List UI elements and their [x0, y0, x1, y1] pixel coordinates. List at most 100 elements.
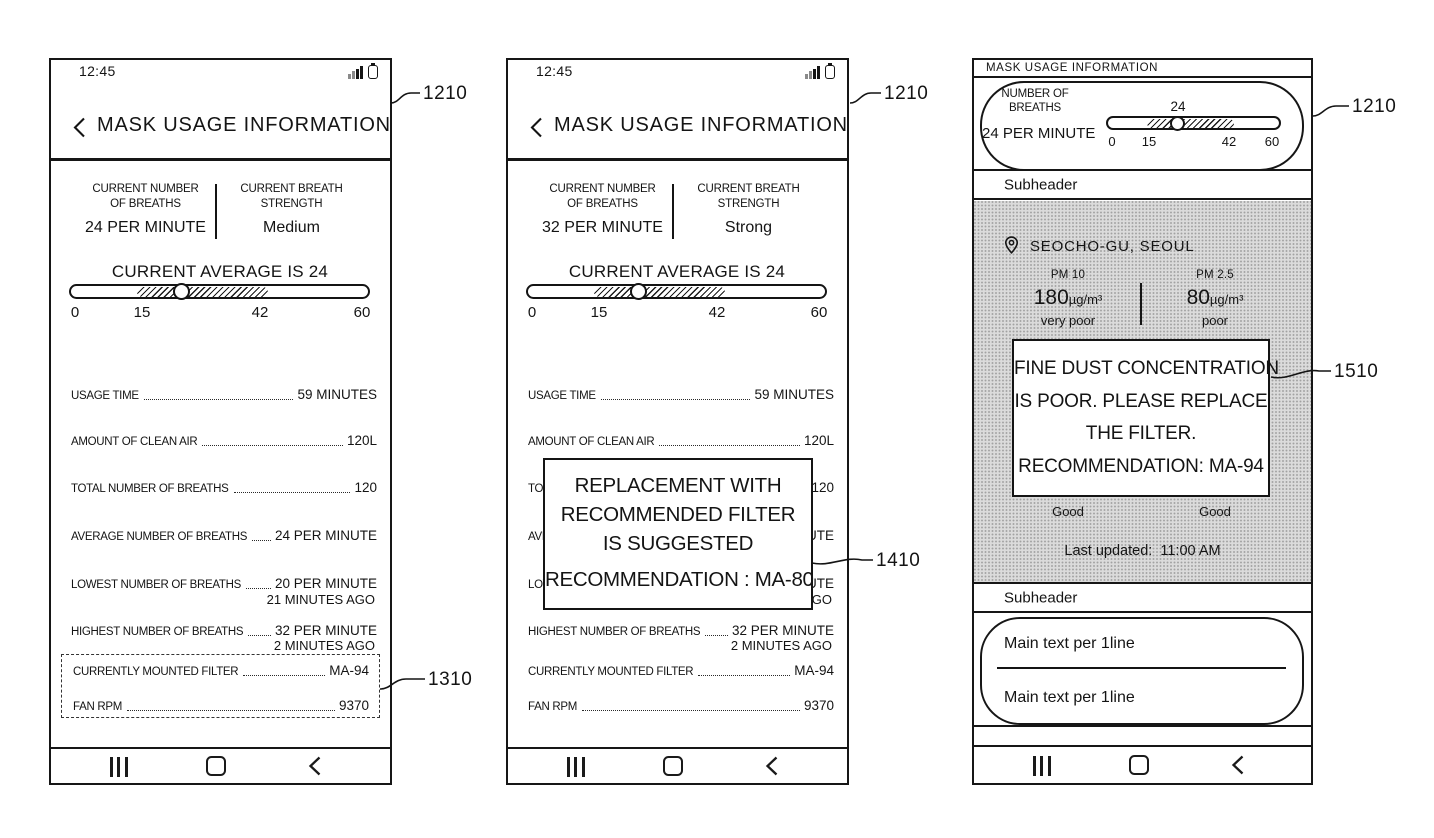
current-average-title: CURRENT AVERAGE IS 24 — [516, 262, 838, 282]
home-icon[interactable] — [206, 756, 226, 776]
slider-range-highlight — [1147, 119, 1234, 128]
dotted-leader — [246, 588, 271, 589]
header-divider — [508, 158, 847, 161]
dotted-leader — [248, 635, 271, 636]
current-breaths-column: CURRENT NUMBEROF BREATHS 32 PER MINUTE — [525, 182, 680, 237]
pm25-column: PM 2.5 80µg/m³ poor — [1145, 269, 1285, 328]
nav-back-icon[interactable] — [308, 756, 321, 776]
breath-strength-column: CURRENT BREATHSTRENGTH Medium — [214, 182, 369, 237]
slider-tick: 15 — [134, 304, 151, 321]
ref-label-phone1: 1210 — [423, 83, 467, 105]
slider-range-highlight — [137, 287, 268, 297]
alert-recommendation: RECOMMENDATION: MA-94 — [1014, 451, 1268, 484]
dotted-leader — [243, 675, 325, 676]
current-average-title: CURRENT AVERAGE IS 24 — [59, 262, 381, 282]
signal-icon — [805, 66, 820, 79]
slider-tick: 0 — [528, 304, 536, 321]
phone-mockup-1: 12:45 MASK USAGE INFORMATION CURRENT NUM… — [49, 58, 392, 785]
dotted-leader — [705, 635, 728, 636]
highest-breaths-row: HIGHEST NUMBER OF BREATHS32 PER MINUTE — [71, 621, 377, 638]
status-icons — [348, 65, 378, 79]
home-icon[interactable] — [1129, 755, 1149, 775]
section-divider — [974, 725, 1311, 727]
pm-divider — [1140, 283, 1142, 325]
fan-rpm-row: FAN RPM9370 — [528, 696, 834, 713]
home-icon[interactable] — [663, 756, 683, 776]
ref-label-alert: 1510 — [1334, 361, 1378, 383]
back-icon[interactable] — [72, 117, 86, 138]
slider-tick: 0 — [1108, 134, 1115, 149]
main-text-line-1: Main text per 1line — [1004, 635, 1135, 653]
pm10-column: PM 10 180µg/m³ very poor — [998, 269, 1138, 328]
navigation-bar — [508, 747, 847, 783]
status-icons — [805, 65, 835, 79]
ref-label-filter-box: 1310 — [428, 669, 472, 691]
usage-time-row: USAGE TIME59 MINUTES — [71, 385, 377, 402]
current-breaths-value: 24 PER MINUTE — [68, 219, 223, 237]
last-updated: Last updated: 11:00 AM — [974, 543, 1311, 559]
fine-dust-alert-box: FINE DUST CONCENTRATION IS POOR. PLEASE … — [1012, 339, 1270, 497]
location-pin-icon — [1004, 236, 1019, 254]
mounted-filter-row: CURRENTLY MOUNTED FILTERMA-94 — [528, 661, 834, 678]
subheader-1: Subheader — [974, 169, 1311, 200]
subheader-2: Subheader — [974, 582, 1311, 613]
breath-strength-column: CURRENT BREATHSTRENGTH Strong — [671, 182, 826, 237]
dotted-leader — [252, 540, 271, 541]
popup-recommendation: RECOMMENDATION : MA-80 — [545, 568, 811, 592]
back-icon[interactable] — [529, 117, 543, 138]
slider-tick: 42 — [709, 304, 726, 321]
breath-rate-slider: 0 15 42 60 — [526, 284, 827, 299]
navigation-bar — [974, 745, 1311, 783]
dotted-leader — [582, 710, 800, 711]
slider-tick: 60 — [354, 304, 371, 321]
current-breaths-label: CURRENT NUMBER — [92, 183, 198, 195]
highest-breaths-row: HIGHEST NUMBER OF BREATHS32 PER MINUTE — [528, 621, 834, 638]
slider-tick: 0 — [71, 304, 79, 321]
usage-time-row: USAGE TIME59 MINUTES — [528, 385, 834, 402]
ref-label-popup: 1410 — [876, 550, 920, 572]
slider-knob[interactable] — [1170, 116, 1185, 131]
signal-icon — [348, 66, 363, 79]
dotted-leader — [234, 492, 351, 493]
slider-knob[interactable] — [630, 283, 647, 300]
main-text-card: Main text per 1line Main text per 1line — [980, 617, 1304, 725]
dotted-leader — [601, 399, 751, 400]
lowest-breaths-row: LOWEST NUMBER OF BREATHS20 PER MINUTE — [71, 574, 377, 591]
filter-recommendation-popup: REPLACEMENT WITH RECOMMENDED FILTER IS S… — [543, 458, 813, 610]
battery-icon — [825, 65, 835, 79]
slider-tick: 15 — [591, 304, 608, 321]
breath-rate-slider: 0 15 42 60 — [1106, 116, 1281, 130]
page-title: MASK USAGE INFORMATION — [986, 62, 1158, 74]
clean-air-row: AMOUNT OF CLEAN AIR120L — [71, 431, 377, 448]
breath-strength-label: CURRENT BREATH — [697, 183, 799, 195]
total-breaths-row: TOTAL NUMBER OF BREATHS120 — [71, 478, 377, 495]
nav-back-icon[interactable] — [1231, 755, 1244, 775]
dotted-leader — [698, 675, 790, 676]
recents-icon[interactable] — [110, 757, 128, 777]
pm25-forecast: Good — [1145, 504, 1285, 519]
ref-label-phone2: 1210 — [884, 83, 928, 105]
slider-tick: 60 — [811, 304, 828, 321]
slider-tick: 42 — [1222, 134, 1236, 149]
recents-icon[interactable] — [1033, 756, 1051, 776]
card-divider — [997, 667, 1286, 669]
breath-strength-value: Medium — [214, 219, 369, 237]
location-text: SEOCHO-GU, SEOUL — [1030, 238, 1195, 255]
navigation-bar — [51, 747, 390, 783]
fan-rpm-row: FAN RPM9370 — [73, 696, 369, 713]
breaths-mini-value: 24 PER MINUTE — [982, 125, 1088, 142]
ref-label-phone3: 1210 — [1352, 96, 1396, 118]
recents-icon[interactable] — [567, 757, 585, 777]
phone-mockup-2: 12:45 MASK USAGE INFORMATION CURRENT NUM… — [506, 58, 849, 785]
average-breaths-row: AVERAGE NUMBER OF BREATHS24 PER MINUTE — [71, 526, 377, 543]
dotted-leader — [144, 399, 294, 400]
air-quality-section: SEOCHO-GU, SEOUL PM 10 180µg/m³ very poo… — [974, 201, 1311, 582]
mounted-filter-row: CURRENTLY MOUNTED FILTERMA-94 — [73, 661, 369, 678]
pm10-forecast: Good — [998, 504, 1138, 519]
clean-air-row: AMOUNT OF CLEAN AIR120L — [528, 431, 834, 448]
slider-tick: 42 — [252, 304, 269, 321]
slider-tick: 60 — [1265, 134, 1279, 149]
nav-back-icon[interactable] — [765, 756, 778, 776]
dotted-leader — [127, 710, 335, 711]
slider-knob[interactable] — [173, 283, 190, 300]
